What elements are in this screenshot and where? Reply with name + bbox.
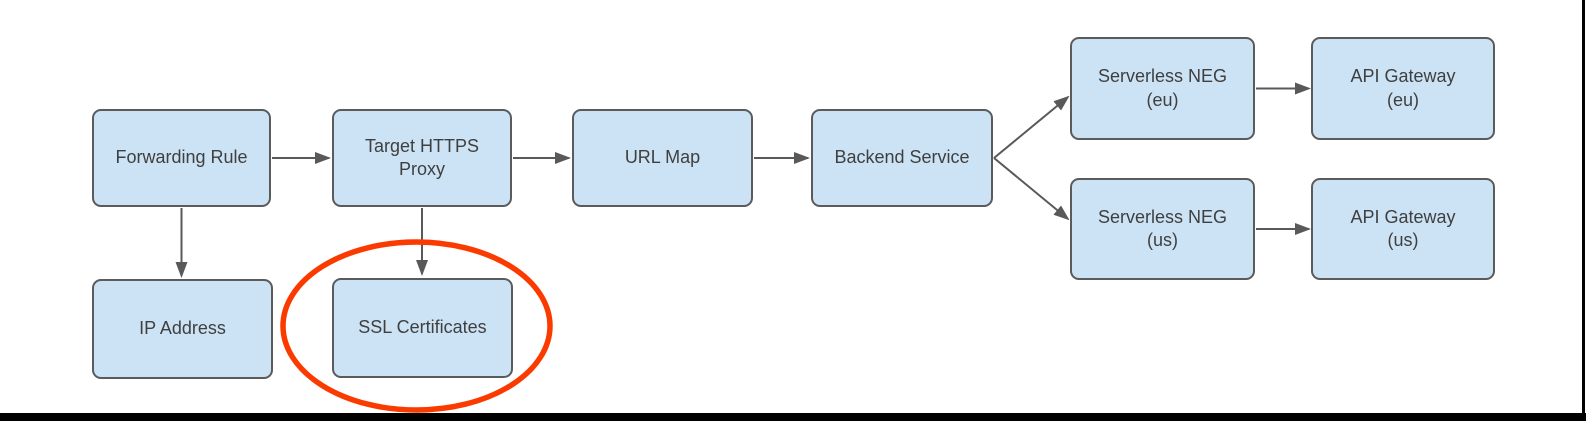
node-label: Serverless NEG (eu) [1097,66,1228,110]
node-label: Serverless NEG (us) [1097,206,1228,250]
node-serverless-neg-eu: Serverless NEG (eu) [1070,37,1255,140]
node-api-gateway-eu: API Gateway (eu) [1311,37,1495,140]
frame-right-edge [1582,0,1585,421]
node-ip-address: IP Address [92,279,273,379]
node-serverless-neg-us: Serverless NEG (us) [1070,178,1255,280]
node-label: Backend Service [834,147,970,168]
node-ssl-certificates: SSL Certificates [332,278,513,378]
node-label: IP Address [139,318,226,339]
node-label: Target HTTPS Proxy [364,135,480,179]
frame-bottom-edge [0,413,1586,421]
edge-backend-service-to-serverless-neg-eu [993,95,1070,159]
node-target-https-proxy: Target HTTPS Proxy [332,109,512,207]
node-label: API Gateway (eu) [1350,66,1456,110]
node-label: SSL Certificates [358,317,487,338]
node-url-map: URL Map [572,109,753,207]
node-label: URL Map [624,147,701,168]
node-forwarding-rule: Forwarding Rule [92,109,271,207]
node-backend-service: Backend Service [811,109,993,207]
node-label: API Gateway (us) [1350,206,1456,250]
edge-backend-service-to-serverless-neg-us [993,157,1070,221]
node-label: Forwarding Rule [115,147,248,168]
node-api-gateway-us: API Gateway (us) [1311,178,1495,280]
